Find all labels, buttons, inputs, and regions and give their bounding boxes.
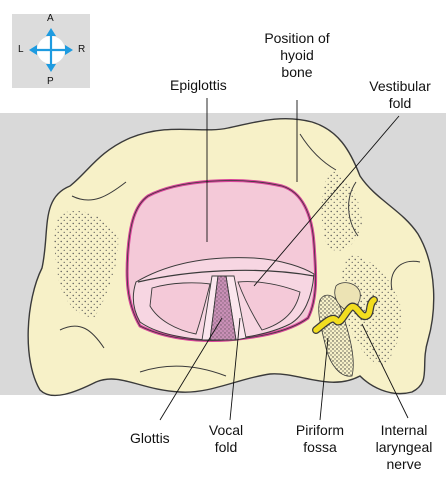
hyoid-label-line1: Position of	[252, 30, 342, 47]
nerve-label-line3: nerve	[366, 456, 442, 473]
internal-laryngeal-nerve-label: Internal laryngeal nerve	[366, 422, 442, 473]
nerve-label-line2: laryngeal	[366, 439, 442, 456]
vocal-label-line1: Vocal	[196, 422, 256, 439]
nerve-label-line1: Internal	[366, 422, 442, 439]
vestibular-label-line1: Vestibular	[360, 78, 440, 95]
piriform-fossa-label: Piriform fossa	[282, 422, 358, 456]
vocal-label-line2: fold	[196, 439, 256, 456]
piriform-label-line1: Piriform	[282, 422, 358, 439]
hyoid-label-line3: bone	[252, 64, 342, 81]
hyoid-bone-label: Position of hyoid bone	[252, 30, 342, 81]
vestibular-fold-label: Vestibular fold	[360, 78, 440, 112]
vocal-fold-label: Vocal fold	[196, 422, 256, 456]
glottis-label: Glottis	[130, 430, 170, 447]
epiglottis-label: Epiglottis	[170, 77, 227, 94]
hyoid-label-line2: hyoid	[252, 47, 342, 64]
piriform-label-line2: fossa	[282, 439, 358, 456]
vestibular-label-line2: fold	[360, 95, 440, 112]
